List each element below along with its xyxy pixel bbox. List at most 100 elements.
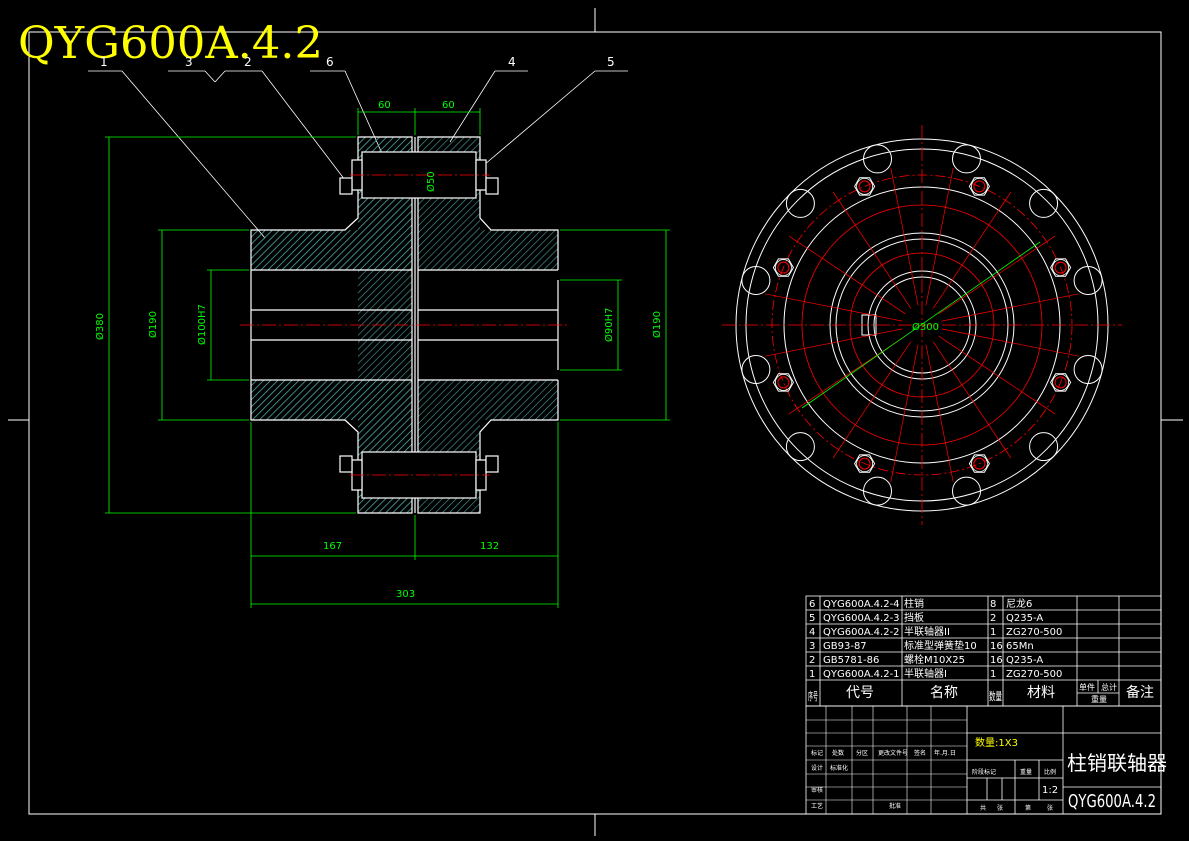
bolt-head: [772, 258, 794, 277]
bom-cell-qty: 16: [990, 655, 1003, 666]
bolt-head: [1050, 373, 1072, 392]
rim-scallop: [741, 266, 771, 295]
bom-header-qty: 数量: [989, 690, 1002, 703]
rim-scallop: [863, 476, 892, 506]
center-ray: [765, 328, 903, 357]
tb-label-total: 共: [980, 804, 986, 812]
tb-label-sheet2: 张: [1047, 804, 1053, 812]
bom-cell-no: 3: [809, 641, 815, 652]
center-ray: [925, 168, 954, 306]
center-ray: [938, 335, 1056, 415]
end-view-red: [722, 125, 1122, 525]
rim-scallop: [785, 188, 815, 218]
tb-label-count: 处数: [832, 749, 844, 757]
rim-scallop: [1029, 432, 1059, 462]
bolt-head: [854, 177, 876, 196]
bom-cell-material: ZG270-500: [1006, 669, 1062, 680]
bom-cell-name: 螺栓M10X25: [904, 653, 965, 666]
center-ray: [890, 344, 919, 482]
tb-label-sheet1: 张: [997, 804, 1003, 812]
balloon-4: 4: [508, 55, 516, 69]
tb-label-zone: 分区: [856, 749, 868, 757]
tb-label-design: 设计: [811, 764, 823, 772]
bom-cell-no: 2: [809, 655, 815, 666]
tb-label-mark: 标记: [811, 749, 823, 757]
section-dimensions: [105, 108, 670, 608]
bom-header-weight: 重量: [1091, 694, 1107, 704]
rim-scallop: [952, 144, 981, 174]
center-ray: [765, 293, 903, 322]
bom-cell-code: QYG600A.4.2-4: [823, 599, 900, 610]
tb-drawing-no: QYG600A.4.2: [1068, 791, 1156, 812]
bom-cell-qty: 2: [990, 613, 996, 624]
section-centerlines: [240, 174, 570, 476]
dim-bore-left: Ø100H7: [196, 304, 208, 345]
end-view-bolts: [772, 177, 1072, 473]
section-view: [240, 136, 570, 514]
balloon-1: 1: [100, 55, 108, 69]
bom-cell-code: QYG600A.4.2-3: [823, 613, 900, 624]
bom-cell-material: ZG270-500: [1006, 627, 1062, 638]
bom-cell-name: 半联轴器I: [904, 667, 947, 680]
rim-scallop: [952, 476, 981, 506]
bom-header-name: 名称: [930, 685, 958, 701]
tb-label-change: 更改文件号: [878, 749, 908, 757]
bom-cell-material: Q235-A: [1006, 655, 1043, 666]
balloon-leaders: [88, 70, 628, 239]
center-ray: [932, 341, 1012, 459]
bom-header-single: 单件: [1079, 682, 1095, 692]
tb-scale: 1:2: [1042, 785, 1058, 796]
tb-label-craft: 工艺: [811, 802, 823, 810]
end-view-scallops: [741, 144, 1103, 506]
bom-cell-name: 标准型弹簧垫10: [904, 639, 977, 652]
balloon-6: 6: [326, 55, 334, 69]
bom-cell-qty: 16: [990, 641, 1003, 652]
tb-label-no: 第: [1025, 804, 1031, 812]
center-ray: [832, 341, 912, 459]
tb-quantity: 数量:1X3: [975, 736, 1018, 749]
center-ray: [932, 191, 1012, 309]
title-block: 数量:1X3 柱销联轴器 QYG600A.4.2 1:2 标记 处数 分区 更改…: [805, 705, 1167, 815]
dim-bore-right: Ø90H7: [603, 308, 615, 342]
dim-len-right: 132: [480, 541, 499, 552]
dim-pcd: Ø300: [912, 321, 939, 333]
tb-label-weight: 重量: [1020, 768, 1032, 776]
end-view: Ø300: [722, 125, 1122, 525]
bolt-head: [1050, 258, 1072, 277]
bom-cell-material: 65Mn: [1006, 641, 1034, 652]
drawing-frame: [8, 8, 1183, 836]
bom-cell-no: 1: [809, 669, 815, 680]
bolt-head: [854, 454, 876, 473]
drawing-title: QYG600A.4.2: [18, 18, 323, 69]
bolt-head: [968, 177, 990, 196]
balloons: 1 3 2 6 4 5: [100, 55, 615, 69]
tb-label-sign: 签名: [914, 749, 926, 757]
center-ray: [890, 168, 919, 306]
rim-scallop: [785, 432, 815, 462]
dim-right-width: 60: [442, 100, 455, 111]
section-dimension-text: 60 60 Ø380 Ø190 Ø100H7 Ø90H7 Ø190 Ø50 16…: [94, 100, 663, 600]
bom-cell-qty: 1: [990, 669, 996, 680]
dim-len-left: 167: [323, 541, 342, 552]
bom-header-no: 序号: [808, 689, 818, 703]
dim-pin-dia: Ø50: [425, 171, 437, 192]
bom-cell-qty: 8: [990, 599, 996, 610]
bom-cell-code: QYG600A.4.2-1: [823, 669, 900, 680]
bom-header-code: 代号: [846, 685, 874, 701]
center-ray: [938, 235, 1056, 315]
bom-header-material: 材料: [1027, 685, 1055, 701]
tb-label-approve: 批准: [889, 802, 901, 810]
balloon-5: 5: [607, 55, 615, 69]
bom-cell-qty: 1: [990, 627, 996, 638]
dim-hub-dia-right: Ø190: [651, 311, 663, 338]
bom-header-total: 总计: [1101, 682, 1117, 692]
rim-scallop: [863, 144, 892, 174]
bom-cell-material: 尼龙6: [1006, 597, 1032, 610]
center-ray: [925, 344, 954, 482]
bom-cell-no: 5: [809, 613, 815, 624]
pcd-leader: [801, 241, 1041, 409]
bom-cell-name: 柱销: [904, 597, 924, 610]
bolt-head: [772, 373, 794, 392]
